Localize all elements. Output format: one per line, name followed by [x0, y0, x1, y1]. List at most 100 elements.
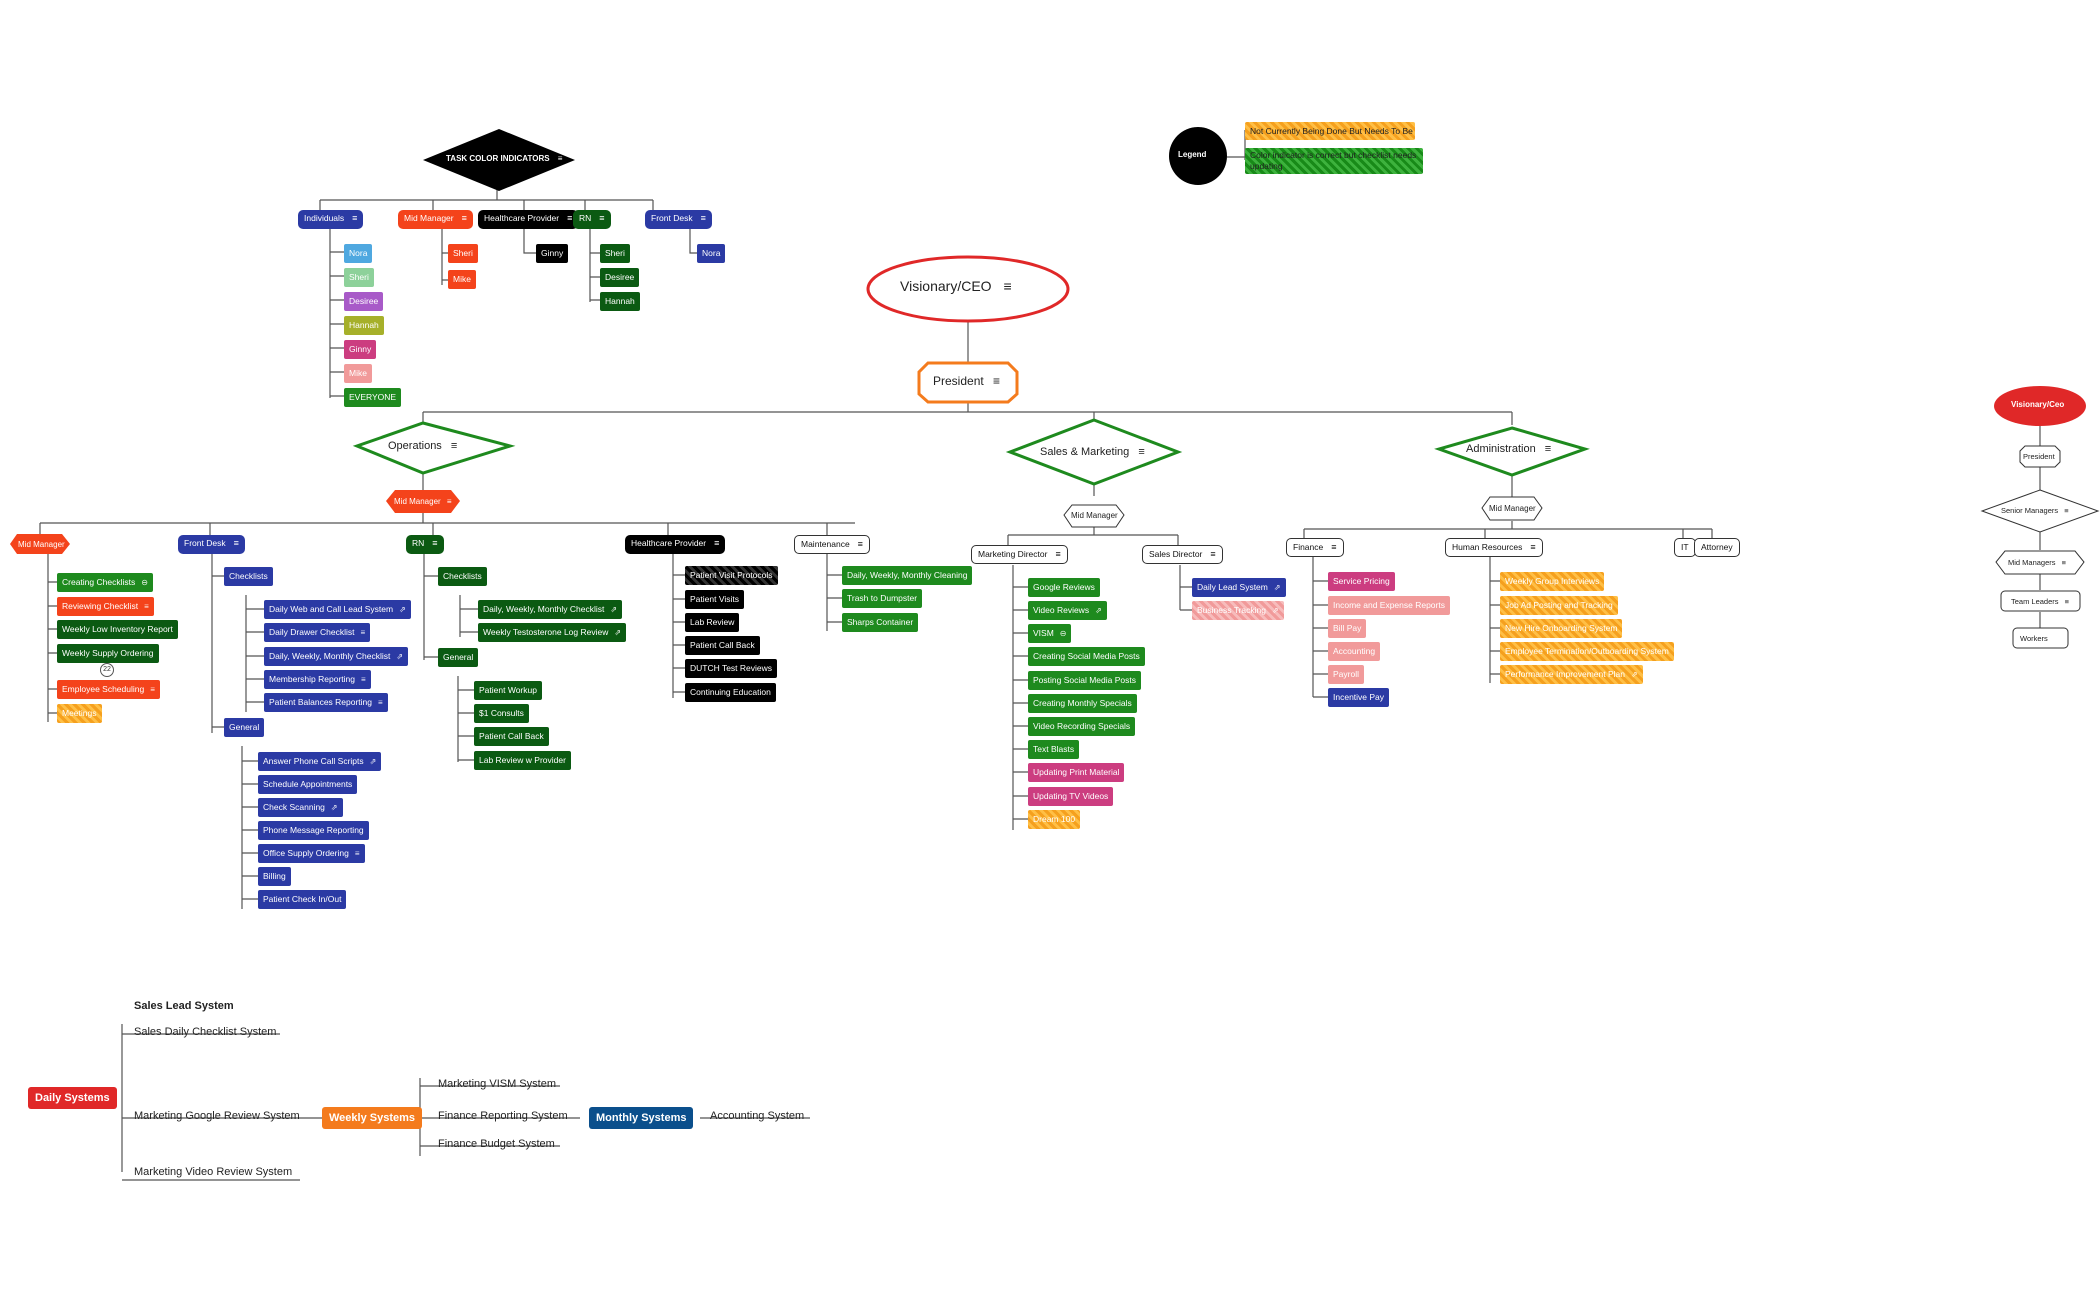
president-label[interactable]: President ≡: [933, 374, 1001, 388]
indicator-healthcare[interactable]: Healthcare Provider≡: [478, 210, 579, 229]
fd-billing[interactable]: Billing: [258, 867, 291, 886]
finance-budget-system[interactable]: Finance Budget System: [438, 1138, 555, 1150]
rn-consults[interactable]: $1 Consults: [474, 704, 529, 723]
rn-testosterone-log[interactable]: Weekly Testosterone Log Review⇗: [478, 623, 627, 642]
fd-patient-balances[interactable]: Patient Balances Reporting≡: [264, 693, 388, 712]
fd-office-supply[interactable]: Office Supply Ordering≡: [258, 844, 365, 863]
md-text-blasts[interactable]: Text Blasts: [1028, 740, 1080, 759]
hr-group-interviews[interactable]: Weekly Group Interviews: [1500, 572, 1605, 591]
ceo-label[interactable]: Visionary/CEO ≡: [900, 278, 1012, 294]
fd-phone-scripts[interactable]: Answer Phone Call Scripts⇗: [258, 752, 382, 771]
monthly-systems[interactable]: Monthly Systems: [589, 1107, 694, 1129]
ops-healthcare[interactable]: Healthcare Provider≡: [625, 535, 726, 554]
hp-dutch[interactable]: DUTCH Test Reviews: [685, 659, 778, 678]
hp-lab-review[interactable]: Lab Review: [685, 613, 740, 632]
sales-mid-manager-label[interactable]: Mid Manager: [1071, 511, 1118, 520]
mini-senior[interactable]: Senior Managers ≡: [2001, 506, 2069, 515]
rn-dwm-checklist[interactable]: Daily, Weekly, Monthly Checklist⇗: [478, 600, 623, 619]
hp-continuing-ed[interactable]: Continuing Education: [685, 683, 776, 702]
hr-onboarding[interactable]: New Hire Onboarding System: [1500, 619, 1623, 638]
indicator-front-desk[interactable]: Front Desk≡: [645, 210, 712, 229]
sales-label[interactable]: Sales & Marketing ≡: [1040, 446, 1145, 458]
daily-systems[interactable]: Daily Systems: [28, 1087, 117, 1109]
md-video-reviews[interactable]: Video Reviews⇗: [1028, 601, 1107, 620]
mt-trash[interactable]: Trash to Dumpster: [842, 589, 923, 608]
fd-schedule[interactable]: Schedule Appointments: [258, 775, 358, 794]
sales-daily-checklist-system[interactable]: Sales Daily Checklist System: [134, 1026, 277, 1038]
admin-finance[interactable]: Finance≡: [1286, 538, 1344, 557]
mini-team[interactable]: Team Leaders ≡: [2011, 597, 2070, 606]
mm-creating-checklists[interactable]: Creating Checklists⊖: [57, 573, 153, 592]
indicator-rn[interactable]: RN≡: [573, 210, 611, 229]
admin-attorney[interactable]: Attorney: [1694, 538, 1740, 557]
mm-supply-ordering[interactable]: Weekly Supply Ordering: [57, 644, 159, 663]
weekly-systems[interactable]: Weekly Systems: [322, 1107, 423, 1129]
operations-label[interactable]: Operations ≡: [388, 440, 458, 452]
fd-drawer-checklist[interactable]: Daily Drawer Checklist≡: [264, 623, 371, 642]
hr-job-ad[interactable]: Job Ad Posting and Tracking: [1500, 596, 1618, 615]
mini-ceo[interactable]: Visionary/Ceo: [2011, 400, 2065, 409]
hr-pip[interactable]: Performance Improvement Plan⇗: [1500, 665, 1643, 684]
md-google-reviews[interactable]: Google Reviews: [1028, 578, 1100, 597]
collapsed-count-badge[interactable]: 22: [100, 663, 114, 677]
md-video-recording[interactable]: Video Recording Specials: [1028, 717, 1136, 736]
fd-checklists[interactable]: Checklists: [224, 567, 273, 586]
mm-meetings[interactable]: Meetings: [57, 704, 102, 723]
mini-mid[interactable]: Mid Managers ≡: [2008, 558, 2067, 567]
ops-mid-manager-label[interactable]: Mid Manager ≡: [394, 497, 452, 506]
indicator-individuals[interactable]: Individuals≡: [298, 210, 364, 229]
mini-president[interactable]: President: [2023, 452, 2055, 461]
fd-check-scanning[interactable]: Check Scanning⇗: [258, 798, 343, 817]
sales-sales-director[interactable]: Sales Director≡: [1142, 545, 1223, 564]
md-creating-social[interactable]: Creating Social Media Posts: [1028, 647, 1145, 666]
fin-payroll[interactable]: Payroll: [1328, 665, 1364, 684]
mt-sharps[interactable]: Sharps Container: [842, 613, 919, 632]
accounting-system[interactable]: Accounting System: [710, 1110, 805, 1122]
fd-membership[interactable]: Membership Reporting≡: [264, 670, 371, 689]
mt-cleaning[interactable]: Daily, Weekly, Monthly Cleaning: [842, 566, 973, 585]
hp-patient-visits[interactable]: Patient Visits: [685, 590, 744, 609]
sales-marketing-director[interactable]: Marketing Director≡: [971, 545, 1068, 564]
fd-dwm-checklist[interactable]: Daily, Weekly, Monthly Checklist⇗: [264, 647, 409, 666]
md-dream-100[interactable]: Dream 100: [1028, 810, 1081, 829]
ops-rn[interactable]: RN≡: [406, 535, 444, 554]
md-posting-social[interactable]: Posting Social Media Posts: [1028, 671, 1141, 690]
rn-general[interactable]: General: [438, 648, 479, 667]
mini-workers[interactable]: Workers: [2020, 634, 2048, 643]
admin-it[interactable]: IT: [1674, 538, 1696, 557]
rn-checklists[interactable]: Checklists: [438, 567, 487, 586]
md-tv-videos[interactable]: Updating TV Videos: [1028, 787, 1114, 806]
admin-mid-manager-label[interactable]: Mid Manager: [1489, 504, 1536, 513]
rn-lab-review[interactable]: Lab Review w Provider: [474, 751, 571, 770]
sales-lead-system[interactable]: Sales Lead System: [134, 1000, 234, 1012]
md-vism[interactable]: VISM⊖: [1028, 624, 1072, 643]
mm-employee-scheduling[interactable]: Employee Scheduling≡: [57, 680, 160, 699]
mm-reviewing-checklist[interactable]: Reviewing Checklist≡: [57, 597, 154, 616]
rn-call-back[interactable]: Patient Call Back: [474, 727, 549, 746]
mm-col-label[interactable]: Mid Manager: [18, 540, 65, 549]
ops-maintenance[interactable]: Maintenance≡: [794, 535, 870, 554]
rn-patient-workup[interactable]: Patient Workup: [474, 681, 542, 700]
hp-call-back[interactable]: Patient Call Back: [685, 636, 760, 655]
fin-bill-pay[interactable]: Bill Pay: [1328, 619, 1367, 638]
fd-phone-message[interactable]: Phone Message Reporting: [258, 821, 369, 840]
mm-low-inventory[interactable]: Weekly Low Inventory Report: [57, 620, 178, 639]
fin-accounting[interactable]: Accounting: [1328, 642, 1381, 661]
vism-system[interactable]: Marketing VISM System: [438, 1078, 556, 1090]
indicator-mid-manager[interactable]: Mid Manager≡: [398, 210, 473, 229]
finance-reporting-system[interactable]: Finance Reporting System: [438, 1110, 568, 1122]
ops-front-desk[interactable]: Front Desk≡: [178, 535, 245, 554]
fin-incentive-pay[interactable]: Incentive Pay: [1328, 688, 1390, 707]
admin-label[interactable]: Administration ≡: [1466, 443, 1552, 455]
md-print-material[interactable]: Updating Print Material: [1028, 763, 1125, 782]
hp-visit-protocols[interactable]: Patient Visit Protocols: [685, 566, 778, 585]
fd-web-call-lead[interactable]: Daily Web and Call Lead System⇗: [264, 600, 411, 619]
fd-general[interactable]: General: [224, 718, 265, 737]
fin-service-pricing[interactable]: Service Pricing: [1328, 572, 1395, 591]
sd-daily-lead[interactable]: Daily Lead System⇗: [1192, 578, 1286, 597]
video-review-system[interactable]: Marketing Video Review System: [134, 1166, 293, 1178]
google-review-system[interactable]: Marketing Google Review System: [134, 1110, 300, 1122]
admin-hr[interactable]: Human Resources≡: [1445, 538, 1543, 557]
hr-termination[interactable]: Employee Termination/Outboarding System: [1500, 642, 1674, 661]
sd-business-tracking[interactable]: Business Tracking⇗: [1192, 601, 1284, 620]
